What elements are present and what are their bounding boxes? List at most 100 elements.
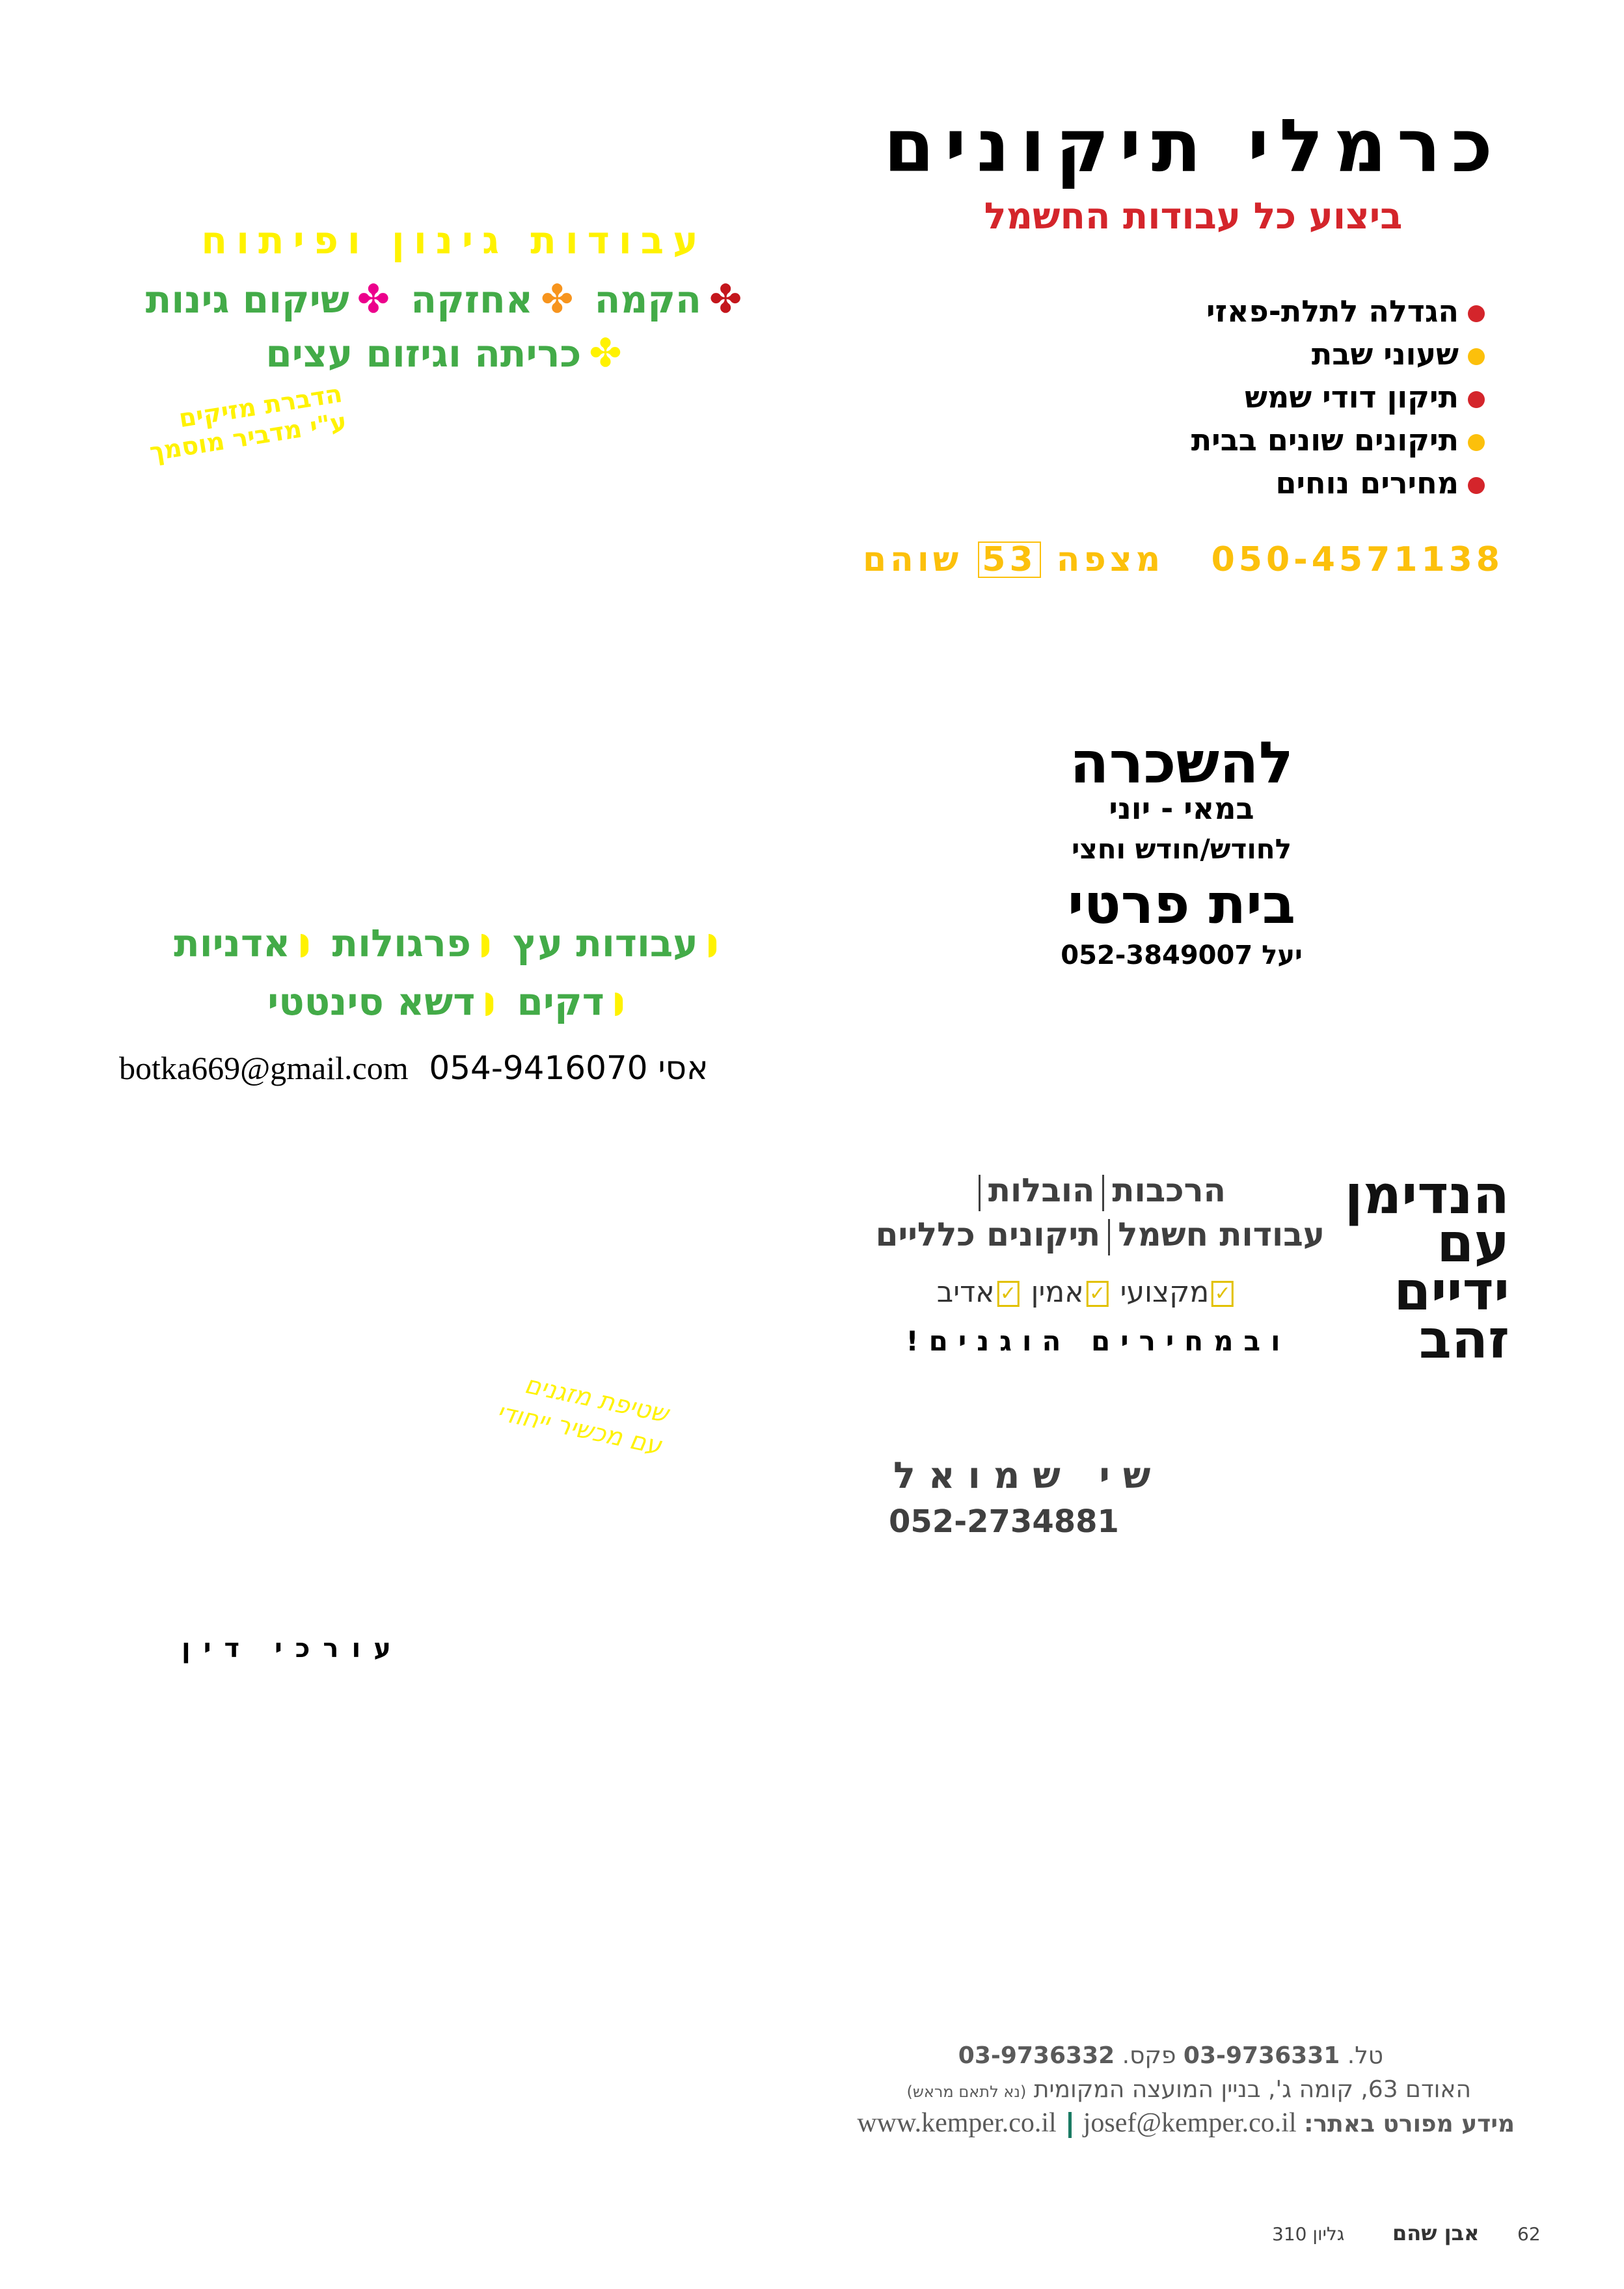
service-label: עבודות חשמל [1118, 1216, 1325, 1254]
rental-period: לחודש/חודש וחצי [1071, 833, 1292, 865]
email-link[interactable]: josef@kemper.co.il [1083, 2108, 1297, 2138]
ac-cleaning-note: שטיפת מזגנים עם מכשיר ייחודי [494, 1364, 671, 1462]
website-link[interactable]: www.kemper.co.il [857, 2108, 1057, 2138]
flower-icon: ✤ [709, 277, 742, 322]
rental-months: במאי - יוני [1109, 791, 1254, 826]
divider [978, 1174, 981, 1211]
service-label: אדניות [174, 921, 291, 965]
list-item: שעוני שבת [1191, 333, 1485, 376]
bullet-dot-icon [1468, 433, 1485, 451]
service-label: כריתה וגיזום עצים [265, 331, 582, 376]
quality-label: מקצועי [1120, 1276, 1210, 1309]
contact-name: אסי [658, 1049, 709, 1087]
service-label: דשא סינטטי [267, 980, 476, 1024]
half-circle-icon [708, 933, 716, 957]
electric-contact: 050-4571138 מצפה 53 שוהם [863, 540, 1504, 579]
divider [1068, 2112, 1072, 2138]
footer-address: האודם 63, קומה ג', בניין המועצה המקומית … [906, 2076, 1471, 2103]
contact-phone: 054-9416070 [429, 1049, 648, 1087]
list-item-label: תיקון דודי שמש [1245, 379, 1459, 415]
flower-icon: ✤ [541, 277, 574, 322]
footer-phones: טל. 03-9736331 פקס. 03-9736332 [958, 2042, 1383, 2069]
divider [1108, 1218, 1111, 1255]
handyman-services-line: עבודות חשמל תיקונים כלליים [876, 1216, 1325, 1255]
service-label: הובלות [988, 1172, 1095, 1209]
bullet-dot-icon [1468, 391, 1485, 408]
contact-email: botka669@gmail.com [119, 1050, 409, 1086]
service-label: עבודות עץ [513, 921, 698, 965]
magazine-name: אבן שהם [1392, 2221, 1480, 2245]
list-item-label: מחירים נוחים [1275, 465, 1459, 500]
bullet-dot-icon [1468, 476, 1485, 494]
rental-property: בית פרטי [1067, 872, 1296, 936]
heading-line: הנדימן [1344, 1164, 1509, 1226]
electric-phone: 050-4571138 [1211, 540, 1504, 579]
handyman-name: שי שמואל [893, 1455, 1164, 1497]
flower-icon: ✤ [357, 277, 390, 322]
checkbox-icon: ✓ [1086, 1281, 1109, 1307]
list-item: הגדלה לתלת-פאזי [1191, 290, 1485, 333]
service-label: הקמה [594, 277, 701, 322]
issue-number: גליון 310 [1272, 2223, 1345, 2245]
checkbox-icon: ✓ [997, 1281, 1020, 1307]
page-number: 62 [1517, 2223, 1541, 2245]
quality-label: אדיב [936, 1276, 995, 1309]
heading-line: ידיים [1394, 1261, 1509, 1323]
contact-phone: 052-3849007 [1061, 940, 1253, 970]
wood-services-line: דקים דשא סינטטי [267, 980, 633, 1024]
handyman-services-line: הרכבות הובלות [971, 1172, 1226, 1211]
lawyers-heading: עורכי דין [182, 1634, 404, 1664]
service-label: שיקום גינות [145, 277, 349, 322]
handyman-phone: 052-2734881 [889, 1503, 1119, 1540]
address-text: האודם 63, קומה ג', בניין המועצה המקומית [1033, 2076, 1471, 2103]
address-street: מצפה [1056, 540, 1165, 579]
checkbox-icon: ✓ [1211, 1281, 1234, 1307]
list-item-label: הגדלה לתלת-פאזי [1206, 294, 1459, 329]
handyman-heading: הנדימן עם ידיים זהב [1344, 1164, 1509, 1371]
info-label: מידע מפורט באתר: [1304, 2111, 1515, 2137]
wood-contact: botka669@gmail.com 054-9416070 אסי [119, 1049, 709, 1087]
list-item-label: שעוני שבת [1311, 336, 1459, 372]
divider [1102, 1174, 1105, 1211]
flower-icon: ✤ [589, 331, 622, 376]
heading-line: עם [1437, 1213, 1509, 1274]
handyman-prices: ובמחירים הוגנים! [906, 1325, 1291, 1357]
handyman-qualities: ✓מקצועי ✓אמין ✓אדיב [937, 1276, 1236, 1309]
electric-subtitle: ביצוע כל עבודות החשמל [984, 195, 1403, 238]
garden-services-line: ✤הקמה ✤אחזקה ✤שיקום גינות [146, 277, 750, 322]
half-circle-icon [301, 933, 309, 957]
half-circle-icon [485, 992, 494, 1016]
tel-label: טל. [1347, 2042, 1383, 2069]
tel-number: 03-9736331 [1183, 2042, 1340, 2069]
fax-label: פקס. [1122, 2042, 1176, 2069]
list-item: תיקון דודי שמש [1191, 376, 1485, 418]
service-label: תיקונים כלליים [875, 1216, 1101, 1254]
list-item-label: תיקונים שונים בבית [1191, 422, 1459, 458]
half-circle-icon [481, 933, 490, 957]
service-label: הרכבות [1112, 1172, 1226, 1209]
service-label: אחזקה [411, 277, 534, 322]
service-label: דקים [517, 980, 604, 1024]
footer-web: מידע מפורט באתר: www.kemper.co.il josef@k… [857, 2107, 1515, 2139]
contact-name: יעל [1262, 940, 1303, 970]
address-number: 53 [978, 541, 1041, 578]
list-item: תיקונים שונים בבית [1191, 418, 1485, 461]
garden-services-line: ✤כריתה וגיזום עצים [265, 331, 629, 376]
quality-label: אמין [1031, 1276, 1084, 1309]
garden-heading: עבודות גינון ופיתוח [201, 218, 707, 262]
service-label: פרגולות [332, 921, 472, 965]
pest-control-note: הדברת מזיקים ע"י מדביר מוסמך [143, 379, 349, 467]
address-city: שוהם [862, 540, 963, 579]
wood-services-line: עבודות עץ פרגולות אדניות [174, 921, 727, 965]
fax-number: 03-9736332 [958, 2042, 1115, 2069]
electric-title: כרמלי תיקונים [884, 104, 1503, 189]
address-note: (נא לתאם מראש) [906, 2083, 1027, 2101]
heading-line: זהב [1418, 1309, 1509, 1371]
bullet-dot-icon [1468, 305, 1485, 322]
rental-heading: להשכרה [1070, 729, 1293, 796]
list-item: מחירים נוחים [1191, 461, 1485, 504]
half-circle-icon [614, 992, 623, 1016]
electric-services-list: הגדלה לתלת-פאזי שעוני שבת תיקון דודי שמש… [1191, 290, 1485, 504]
rental-contact: יעל 052-3849007 [1061, 940, 1302, 970]
bullet-dot-icon [1468, 348, 1485, 365]
